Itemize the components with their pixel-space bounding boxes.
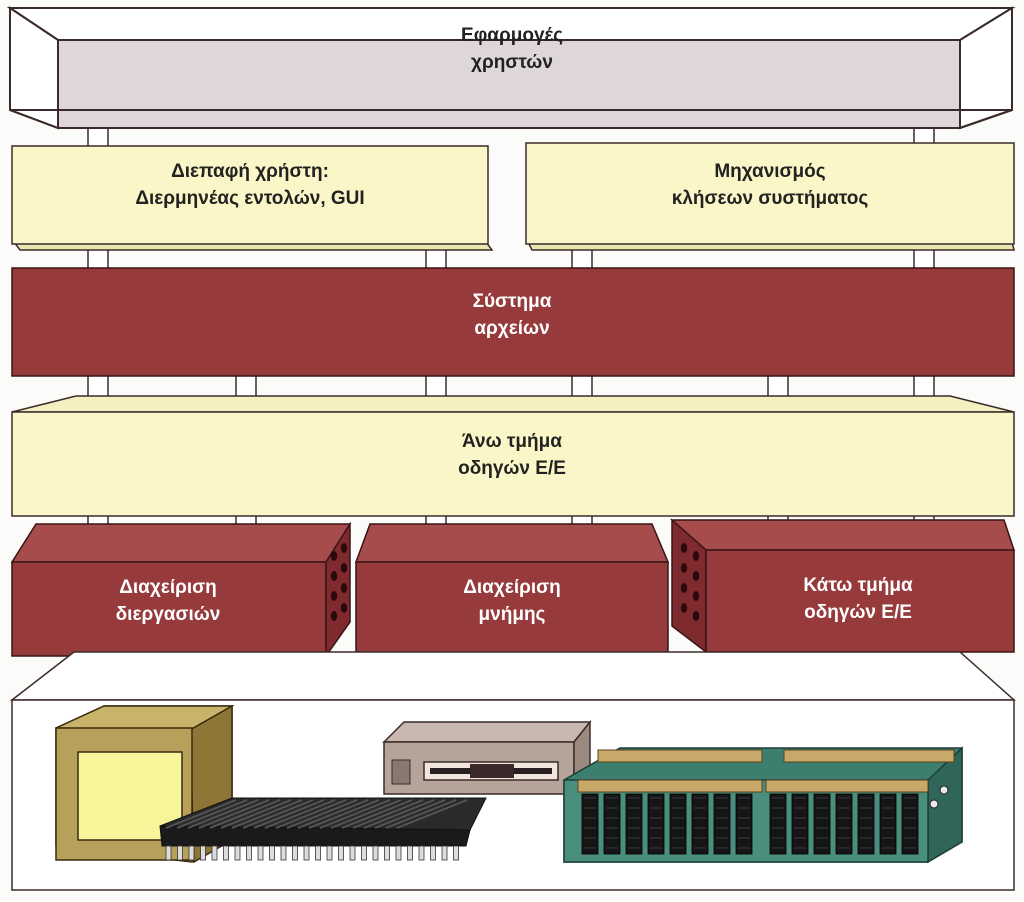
file-system-line2: αρχείων [474,318,550,339]
memory-board-icon [563,746,963,864]
memory-mgmt-line1: Διαχείριση [463,577,561,598]
user-interface-label: Διεπαφή χρήστη: Διερμηνέας εντολών, GUI [135,158,364,212]
io-lower-label: Κάτω τμήμα οδηγών Ε/Ε [803,572,912,626]
cpu-chip-icon [159,797,487,861]
file-system-line1: Σύστημα [472,291,552,312]
io-lower-line1: Κάτω τμήμα [803,575,913,596]
vent-holes [680,543,700,621]
vent-holes [330,543,348,621]
io-upper-line2: οδηγών Ε/Ε [458,458,566,479]
user-apps-line2: χρηστών [471,52,553,73]
file-system-label: Σύστημα αρχείων [473,288,552,342]
io-upper-label: Άνω τμήμα οδηγών Ε/Ε [458,428,566,482]
user-interface-line2: Διερμηνέας εντολών, GUI [135,188,365,209]
user-apps-layer [6,6,1016,130]
io-upper-block [11,395,1015,517]
system-calls-label: Μηχανισμός κλήσεων συστήματος [672,158,869,212]
user-interface-line1: Διεπαφή χρήστη: [171,161,329,182]
system-calls-block [525,142,1015,251]
io-upper-line1: Άνω τμήμα [462,431,562,452]
user-apps-line1: Εφαρμογές [461,25,563,46]
io-lower-block [670,518,1016,654]
process-mgmt-label: Διαχείριση διεργασιών [116,574,221,628]
memory-mgmt-block [354,523,670,655]
system-calls-line1: Μηχανισμός [714,161,826,182]
disk-drive-icon [382,719,592,797]
process-mgmt-line1: Διαχείριση [119,577,217,598]
user-apps-label: Εφαρμογές χρηστών [461,22,563,76]
user-interface-block [11,145,494,251]
process-mgmt-line2: διεργασιών [115,604,221,625]
memory-mgmt-line2: μνήμης [478,604,546,625]
io-lower-line2: οδηγών Ε/Ε [804,602,912,623]
memory-mgmt-label: Διαχείριση μνήμης [463,574,561,628]
file-system-block [11,267,1015,377]
system-calls-line2: κλήσεων συστήματος [671,188,869,209]
